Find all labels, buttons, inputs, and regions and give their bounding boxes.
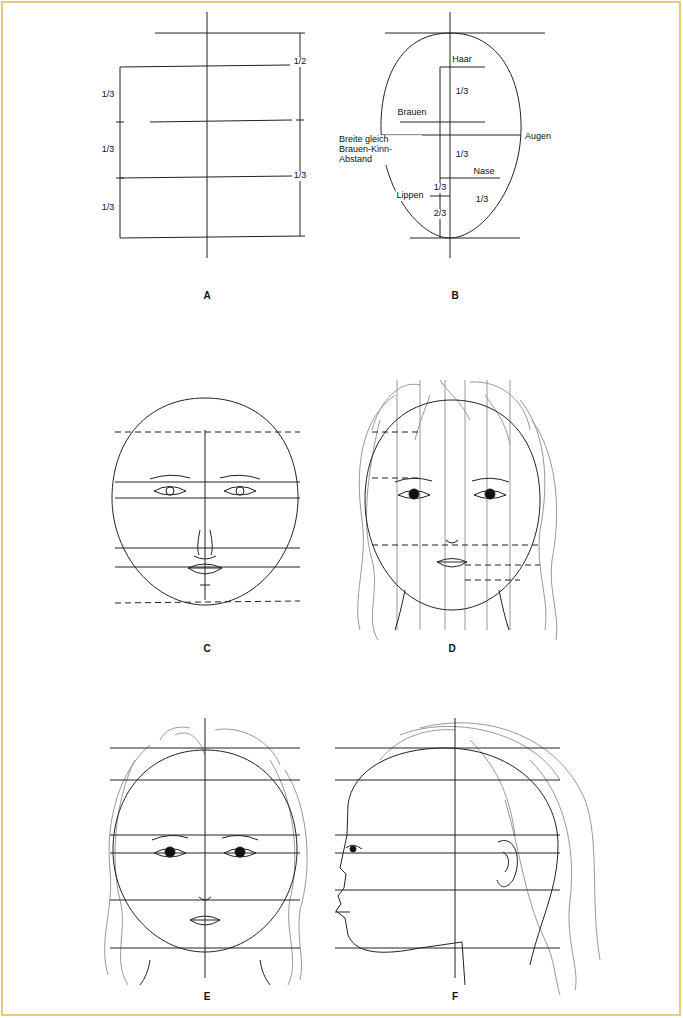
panel-d-hair bbox=[358, 380, 557, 640]
panel-e-hair bbox=[105, 727, 307, 985]
panel-e-face bbox=[110, 718, 300, 985]
panel-d-face bbox=[365, 400, 540, 630]
panel-letter: A bbox=[202, 290, 211, 301]
panel-letter: F bbox=[451, 991, 459, 1002]
fraction-label: 1/3 bbox=[101, 203, 116, 213]
feature-label: Nase bbox=[472, 167, 495, 177]
feature-label: Haar bbox=[451, 55, 473, 65]
fraction-label: 1/3 bbox=[433, 183, 448, 193]
feature-label: Augen bbox=[524, 132, 552, 142]
fraction-label: 1/3 bbox=[475, 195, 490, 205]
width-note: Breite gleich Brauen-Kinn-Abstand bbox=[338, 135, 422, 165]
fraction-label: 1/3 bbox=[455, 87, 470, 97]
panel-letter: C bbox=[202, 643, 211, 654]
panel-c-face bbox=[112, 398, 300, 605]
fraction-label: 1/3 bbox=[455, 150, 470, 160]
fraction-label: 1/2 bbox=[293, 57, 308, 67]
feature-label: Brauen bbox=[396, 108, 427, 118]
feature-label: Lippen bbox=[395, 191, 424, 201]
fraction-label: 1/3 bbox=[101, 145, 116, 155]
panel-letter: D bbox=[447, 643, 456, 654]
panel-a-grid bbox=[116, 12, 305, 258]
fraction-label: 2/3 bbox=[433, 209, 448, 219]
panel-f-profile bbox=[335, 718, 560, 985]
panel-letter: E bbox=[203, 991, 212, 1002]
fraction-label: 1/3 bbox=[101, 90, 116, 100]
fraction-label: 1/3 bbox=[293, 171, 308, 181]
panel-f-hair bbox=[380, 723, 600, 995]
panel-letter: B bbox=[450, 290, 459, 301]
